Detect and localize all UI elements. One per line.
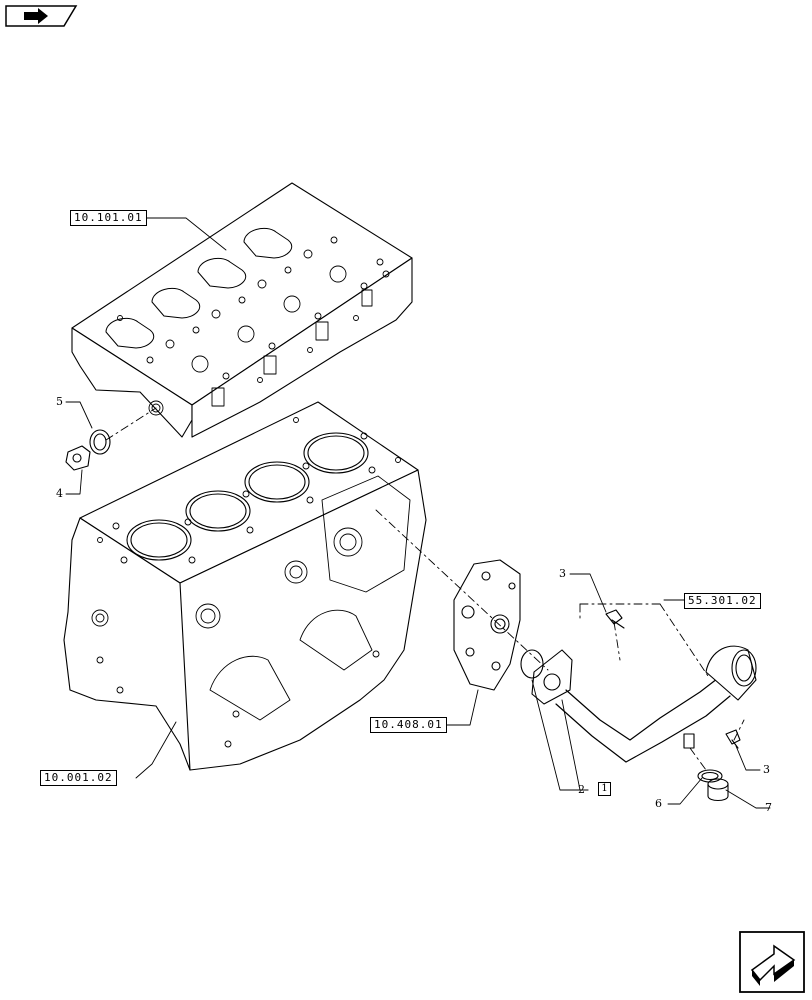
callout-gasket: 2 bbox=[578, 783, 585, 796]
callout-bushing: 7 bbox=[765, 801, 772, 814]
screw-drawing bbox=[605, 609, 741, 749]
callout-ring: 6 bbox=[655, 797, 662, 810]
ref-radiator-hose[interactable]: 55.301.02 bbox=[684, 593, 761, 609]
water-pump-plate-drawing bbox=[453, 559, 521, 691]
callout-plug: 4 bbox=[56, 487, 63, 500]
ref-water-pump[interactable]: 10.408.01 bbox=[370, 717, 447, 733]
engine-block-drawing bbox=[63, 401, 427, 771]
cylinder-head-drawing bbox=[71, 182, 413, 438]
ref-engine-block[interactable]: 10.001.02 bbox=[40, 770, 117, 786]
callout-seal-ring: 5 bbox=[56, 395, 63, 408]
plug-and-seal-drawing bbox=[65, 429, 111, 471]
next-page-arrow-icon[interactable] bbox=[738, 930, 806, 994]
ref-cylinder-head[interactable]: 10.101.01 bbox=[70, 210, 147, 226]
callout-pipe-note: 1 bbox=[598, 782, 611, 796]
callout-screw-top: 3 bbox=[559, 567, 566, 580]
coolant-pipe-drawing bbox=[520, 645, 757, 763]
ring-and-bushing-drawing bbox=[697, 769, 729, 802]
gasket-ring bbox=[520, 649, 544, 679]
callout-screw-right: 3 bbox=[763, 763, 770, 776]
back-arrow-icon[interactable] bbox=[4, 4, 78, 28]
